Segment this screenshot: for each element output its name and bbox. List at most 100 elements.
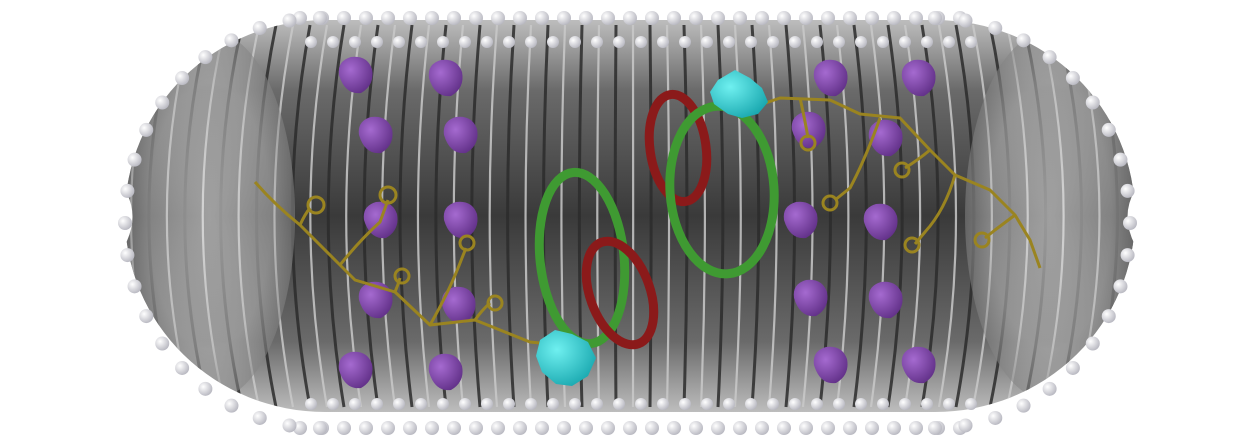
lipid-head-bead <box>701 36 713 48</box>
envelope-rib <box>488 24 499 408</box>
lipid-head-bead <box>777 421 791 435</box>
lipid-head-bead <box>988 410 1003 425</box>
ribosome <box>358 281 393 319</box>
lipid-head-bead <box>513 11 527 25</box>
lipid-head-bead <box>139 122 154 137</box>
mrna-loop <box>821 194 839 212</box>
cell-envelope <box>125 20 1135 412</box>
lipid-head-bead <box>459 36 471 48</box>
lipid-head-bead <box>1016 33 1031 48</box>
lipid-head-bead <box>1042 50 1057 65</box>
ribosome <box>428 353 463 391</box>
lipid-head-bead <box>623 11 637 25</box>
envelope-rib <box>398 24 414 408</box>
lipid-head-bead <box>337 421 351 435</box>
rna-polymerase <box>536 330 596 386</box>
lipid-head-bead <box>689 421 703 435</box>
lipid-head-bead <box>459 398 471 410</box>
lipid-head-bead <box>1101 122 1116 137</box>
lipid-head-bead <box>789 398 801 410</box>
lipid-head-bead <box>349 36 361 48</box>
lipid-head-bead <box>645 421 659 435</box>
lipid-head-bead <box>198 50 213 65</box>
envelope-rib <box>682 24 689 408</box>
lipid-head-bead <box>403 421 417 435</box>
lipid-head-bead <box>381 11 395 25</box>
lipid-head-bead <box>887 11 901 25</box>
mrna-loop <box>486 294 504 312</box>
lipid-head-bead <box>1113 152 1128 167</box>
lipid-head-bead <box>359 421 373 435</box>
lipid-head-bead <box>252 410 267 425</box>
lipid-head-bead <box>224 33 239 48</box>
envelope-rib <box>524 24 533 408</box>
lipid-head-bead <box>965 36 977 48</box>
lipid-head-bead <box>591 398 603 410</box>
envelope-rib <box>416 24 431 408</box>
lipid-head-bead <box>877 36 889 48</box>
lipid-head-bead <box>928 11 942 25</box>
lipid-head-bead <box>1113 279 1128 294</box>
lipid-head-bead <box>447 11 461 25</box>
lipid-head-bead <box>503 398 515 410</box>
lipid-head-bead <box>711 421 725 435</box>
lipid-head-bead <box>469 11 483 25</box>
lipid-head-bead <box>469 421 483 435</box>
mrna-branch-right-2 <box>834 117 882 202</box>
lipid-head-bead <box>645 11 659 25</box>
lipid-head-bead <box>415 398 427 410</box>
lipid-head-bead <box>679 36 691 48</box>
lipid-head-bead <box>1065 360 1080 375</box>
ribosome <box>783 201 818 239</box>
lipid-head-bead <box>657 36 669 48</box>
lipid-head-bead <box>767 36 779 48</box>
envelope-rib <box>326 24 346 408</box>
lipid-head-bead <box>601 11 615 25</box>
lipid-head-bead <box>120 183 135 198</box>
rna-polymerase <box>710 70 768 118</box>
lipid-head-bead <box>415 36 427 48</box>
lipid-head-bead <box>127 152 142 167</box>
lipid-head-bead <box>447 421 461 435</box>
mrna-loop <box>799 134 817 152</box>
lipid-head-bead <box>569 36 581 48</box>
mrna-loop <box>893 161 911 179</box>
lipid-head-bead <box>767 398 779 410</box>
lipid-head-bead <box>224 398 239 413</box>
envelope-rib <box>596 24 601 408</box>
lipid-head-bead <box>733 421 747 435</box>
lipid-head-bead <box>965 398 977 410</box>
mrna-strand-left <box>253 181 561 347</box>
lipid-head-bead <box>811 398 823 410</box>
lipid-head-bead <box>305 398 317 410</box>
lipid-head-bead <box>865 421 879 435</box>
lipid-head-bead <box>928 421 942 435</box>
ribosome <box>868 281 903 319</box>
envelope-rib <box>648 24 653 408</box>
lipid-head-bead <box>745 36 757 48</box>
ribosome <box>791 111 826 149</box>
mrna-loop <box>393 267 411 285</box>
lipid-head-bead <box>327 36 339 48</box>
mrna-loop <box>306 195 326 215</box>
lipid-head-bead <box>155 95 170 110</box>
mrna-loop <box>973 231 991 249</box>
lipid-head-bead <box>403 11 417 25</box>
lipid-head-bead <box>909 421 923 435</box>
envelope-rib <box>699 24 707 408</box>
lipid-head-bead <box>601 421 615 435</box>
lipid-head-bead <box>799 11 813 25</box>
lipid-head-bead <box>887 421 901 435</box>
lipid-head-bead <box>613 398 625 410</box>
lipid-head-bead <box>393 36 405 48</box>
lipid-head-bead <box>313 421 327 435</box>
mrna-loop <box>458 234 476 252</box>
lipid-head-bead <box>821 421 835 435</box>
lipid-head-bead <box>755 11 769 25</box>
lipid-head-bead <box>252 21 267 36</box>
envelope-rib <box>937 24 958 408</box>
lipid-head-bead <box>313 11 327 25</box>
lipid-head-bead <box>371 36 383 48</box>
lipid-head-bead <box>503 36 515 48</box>
dna-ring-red <box>644 89 712 207</box>
